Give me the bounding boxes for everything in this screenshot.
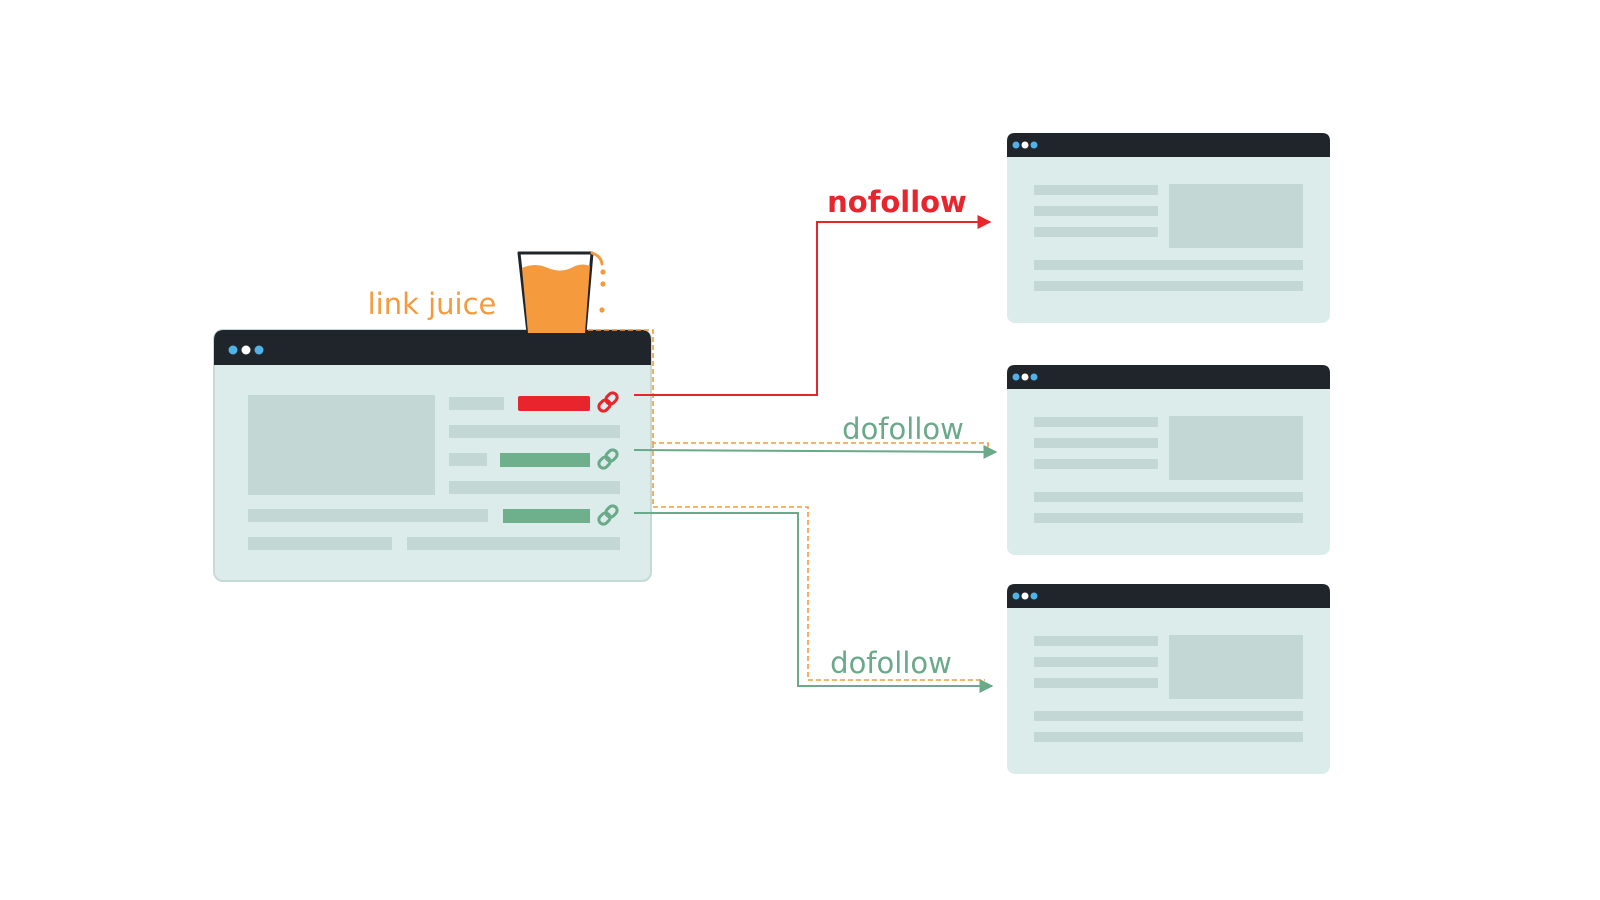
text-placeholder [449,453,487,466]
link-juice-label: link juice [368,287,497,321]
target-page-titlebar [1007,365,1330,389]
dofollow-link-anchor-2[interactable] [503,509,590,523]
nofollow-arrow [634,215,992,396]
source-page-titlebar [214,330,651,365]
text-placeholder [449,425,620,438]
chain-link-icon [597,504,619,526]
window-dots-icon [228,345,264,355]
nofollow-link-anchor[interactable] [518,396,590,411]
window-dots-icon [1012,592,1038,600]
image-placeholder [248,395,435,495]
target-page-body [1007,133,1330,323]
text-placeholder [248,509,488,522]
target-page-2 [1007,365,1330,555]
window-dots-icon [1012,373,1038,381]
text-placeholder [449,481,577,494]
nofollow-label: nofollow [827,185,967,219]
juice-cup-icon [517,251,606,335]
dofollow-label-1: dofollow [842,412,964,446]
target-page-1 [1007,133,1330,323]
source-page [213,329,652,582]
dofollow-link-anchor-1[interactable] [500,453,590,467]
dofollow-label-2: dofollow [830,646,952,680]
text-placeholder [561,481,620,494]
target-page-body [1007,365,1330,555]
dofollow-arrow-2 [634,512,994,693]
text-placeholder [534,537,620,550]
target-page-3 [1007,584,1330,774]
target-page-titlebar [1007,584,1330,608]
target-page-body [1007,584,1330,774]
text-placeholder [449,397,504,410]
chain-link-icon [597,448,619,470]
target-page-titlebar [1007,133,1330,157]
window-dots-icon [1012,141,1038,149]
text-placeholder [248,537,392,550]
dofollow-arrow-1 [633,444,998,459]
chain-link-icon [597,391,619,413]
text-placeholder [407,537,547,550]
